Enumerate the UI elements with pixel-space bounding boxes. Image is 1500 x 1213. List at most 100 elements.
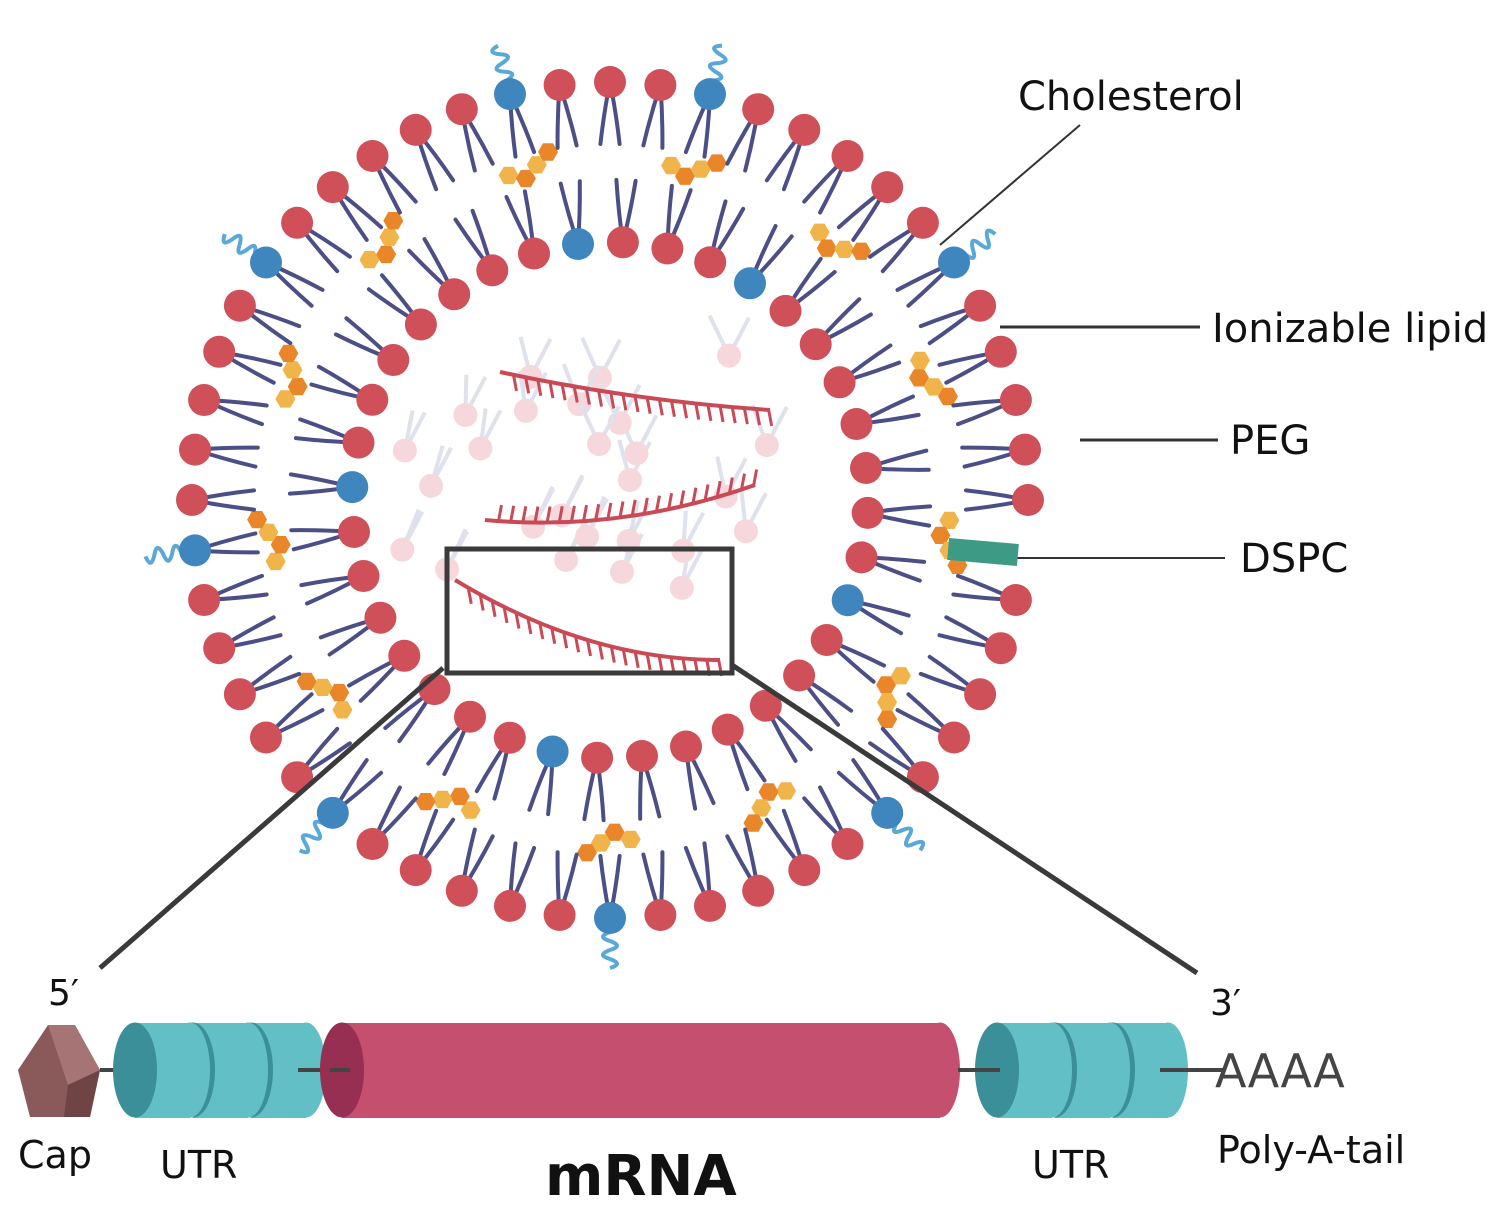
peg-lipid-head [831, 584, 864, 617]
cholesterol-ring [930, 526, 951, 544]
peg-lipid-head [250, 246, 282, 279]
dspc-lipid [947, 537, 1019, 567]
mrna-base [742, 407, 749, 425]
cholesterol-ring [776, 782, 796, 800]
cholesterol-ring [851, 242, 872, 260]
mrna-base [478, 594, 485, 611]
peg-lipid-head [871, 796, 904, 829]
core-lipid-head [575, 524, 600, 549]
ionizable-lipid-head [694, 889, 726, 922]
mrna-base [526, 617, 533, 635]
ionizable-lipid-head [342, 426, 375, 459]
cholesterol-ring [359, 251, 380, 269]
ionizable-lipid-head [188, 384, 221, 416]
mrna-base [586, 639, 592, 657]
mrna-base [633, 651, 640, 669]
cholesterol-ring [923, 378, 944, 396]
mrna-base [621, 649, 628, 666]
ionizable-lipid-head [594, 66, 626, 98]
three-prime-label: 3′ [1210, 983, 1241, 1024]
core-lipid-head [390, 537, 415, 562]
ionizable-lipid-head [906, 206, 939, 239]
ionizable-lipid-head [493, 721, 526, 754]
ionizable-lipid-head [831, 828, 864, 860]
cholesterol-ring [877, 710, 898, 728]
ionizable-lipid-head [203, 335, 236, 368]
ionizable-lipid-head [543, 69, 576, 101]
ionizable-lipid-head [445, 874, 478, 907]
mrna-base [669, 400, 676, 418]
ionizable-lipid-head [984, 335, 1017, 368]
ionizable-lipid-head [179, 433, 211, 466]
cholesterol-ring [376, 245, 397, 264]
core-lipid-head [587, 432, 612, 457]
cholesterol-leader [939, 124, 1081, 246]
cholesterol-ring [415, 793, 436, 811]
ionizable-lipid-head [831, 140, 864, 172]
ionizable-lipid-head [399, 113, 432, 146]
mrna-base [755, 408, 761, 426]
ionizable-lipid-head [871, 171, 904, 204]
cap-label: Cap [18, 1133, 92, 1177]
cholesterol-ring [296, 672, 317, 691]
mrna-base [645, 397, 652, 414]
mrna-base [597, 390, 604, 407]
mrna-base [514, 612, 521, 629]
cholesterol-ring [877, 693, 898, 711]
mrna-base [502, 606, 509, 624]
mrna-base [512, 374, 518, 392]
cholesterol-ring [526, 156, 547, 174]
ionizable-lipid-head [356, 140, 389, 172]
cholesterol-ring [332, 701, 353, 719]
core-lipid-head [419, 473, 444, 498]
cholesterol-ring [938, 387, 958, 406]
peg-chain [143, 543, 183, 565]
mrna-base [694, 403, 701, 420]
ionizable-lipid-head [670, 730, 702, 763]
cholesterol-ring [706, 154, 727, 172]
ionizable-lipid-head [356, 828, 389, 860]
poly-a-sequence: AAAA [1215, 1044, 1345, 1098]
cholesterol-ring [270, 536, 291, 554]
peg-lipid-head [536, 735, 569, 768]
peg-lipid-head [734, 267, 766, 300]
mrna-base [584, 388, 591, 405]
mrna-base [550, 627, 557, 645]
ionizable-lipid-head [769, 294, 802, 327]
cholesterol-ring [265, 552, 286, 571]
cholesterol-ring [577, 844, 597, 862]
dspc-label: DSPC [1240, 536, 1348, 582]
cholesterol-ring [876, 676, 897, 694]
cholesterol-ring [891, 667, 911, 685]
mrna-base [718, 405, 725, 423]
utr-right-label: UTR [1032, 1143, 1109, 1187]
cholesterol-ring [498, 166, 519, 185]
mrna-base [727, 477, 734, 494]
zoom-line-right [730, 662, 1199, 976]
mrna-base [524, 377, 531, 394]
peg-lipid-head [179, 534, 211, 567]
ionizable-lipid-head [404, 308, 437, 341]
ionizable-lipid-head [347, 560, 380, 592]
ionizable-lipid-head [281, 206, 314, 239]
cholesterol-ring [515, 169, 536, 188]
ionizable-lipid-head [850, 452, 882, 484]
core-lipid-head [468, 436, 493, 461]
cholesterol-ring [383, 212, 404, 230]
ionizable-lipid-head [543, 899, 576, 931]
mrna-backbone [453, 578, 721, 662]
mrna-label: mRNA [545, 1144, 737, 1209]
ionizable-lipid-head [711, 713, 744, 746]
cholesterol-ring [275, 390, 296, 408]
peg-chain [490, 43, 515, 83]
cholesterol-ring [329, 683, 350, 702]
mrna-base [767, 409, 774, 427]
mrna-base [740, 473, 746, 490]
ionizable-lipid-head [388, 639, 421, 672]
ionizable-lipid-head [999, 384, 1032, 416]
ionizable-lipid-head [845, 541, 878, 574]
ionizable-lipid-head [644, 69, 677, 101]
ionizable-lipid-head [984, 632, 1017, 665]
cholesterol-ring [379, 228, 400, 246]
peg-chain [891, 822, 926, 852]
